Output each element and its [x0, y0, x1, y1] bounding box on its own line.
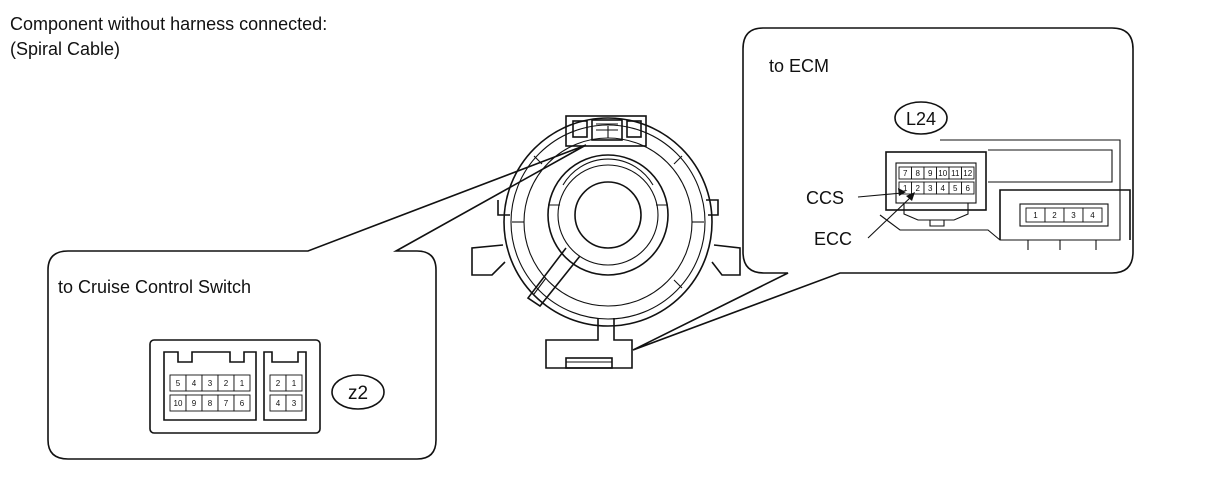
l24-pin-label: 5: [953, 184, 958, 193]
l24-pin-label: 4: [941, 184, 946, 193]
l24-pin-label: 12: [963, 169, 972, 178]
spiral-cable-illustration: [471, 115, 741, 369]
z2-id-oval: [331, 374, 385, 410]
l24-pin-label: 11: [951, 169, 960, 178]
z2-aux-pin-label: 4: [276, 399, 281, 408]
l24-pin-cell: [961, 181, 975, 195]
l24-pin-label: 1: [903, 184, 908, 193]
z2-main-pin-label: 6: [240, 399, 245, 408]
z2-main-pin-label: 10: [174, 399, 183, 408]
z2-aux-pin-cell: [285, 374, 303, 392]
l24-pin-label: 6: [966, 184, 971, 193]
l24-pin-label: 2: [916, 184, 921, 193]
z2-main-pin-label: 4: [192, 379, 197, 388]
side-connector-pin-label: 2: [1052, 211, 1057, 220]
l24-pin-label: 7: [903, 169, 908, 178]
z2-main-pin-cell: [233, 374, 251, 392]
z2-main-pin-label: 9: [192, 399, 197, 408]
ecc-label: ECC: [814, 229, 852, 249]
cruise-control-switch-callout: to Cruise Control Switch 5 4 3 2 1 10 9 8 7 6 2 1 4…: [47, 144, 587, 460]
l24-pin-label: 10: [938, 169, 947, 178]
ecm-callout-label: to ECM: [769, 56, 829, 76]
ccs-label: CCS: [806, 188, 844, 208]
z2-aux-pin-label: 2: [276, 379, 281, 388]
l24-connector: [885, 151, 987, 211]
l24-id-oval: [894, 101, 948, 135]
z2-main-pin-label: 5: [176, 379, 181, 388]
l24-pin-label: 3: [928, 184, 933, 193]
ecm-connector-id: L24: [906, 109, 936, 129]
z2-main-pin-label: 8: [208, 399, 213, 408]
title-line-1: Component without harness connected:: [10, 14, 327, 34]
cruise-connector-id: z2: [348, 383, 368, 404]
l24-pin-cell: [961, 166, 975, 180]
z2-main-pin-label: 3: [208, 379, 213, 388]
cruise-callout-label: to Cruise Control Switch: [58, 277, 251, 297]
z2-main-pin-label: 2: [224, 379, 229, 388]
side-connector-pin-label: 4: [1090, 211, 1095, 220]
z2-connector-housing: [149, 339, 321, 434]
title-line-2: (Spiral Cable): [10, 39, 120, 59]
z2-main-pin-label: 1: [240, 379, 245, 388]
z2-aux-pin-label: 3: [292, 399, 297, 408]
l24-pin-label: 8: [916, 169, 921, 178]
side-connector-pin-label: 1: [1033, 211, 1038, 220]
z2-main-pin-label: 7: [224, 399, 229, 408]
z2-main-pin-cell: [233, 394, 251, 412]
side-connector-pin-cell: [1082, 207, 1103, 223]
l24-pin-label: 9: [928, 169, 933, 178]
z2-aux-pin-label: 1: [292, 379, 297, 388]
z2-aux-pin-cell: [285, 394, 303, 412]
side-connector-pin-label: 3: [1071, 211, 1076, 220]
